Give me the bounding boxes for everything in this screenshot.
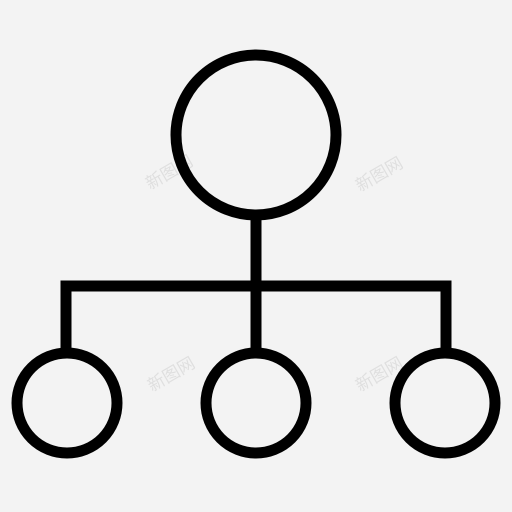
root-node-circle xyxy=(170,49,342,221)
child-node-left-circle xyxy=(11,347,123,459)
child-node-center-circle xyxy=(200,347,312,459)
watermark-text: 新图网 xyxy=(145,354,199,397)
child-node-right-circle xyxy=(389,347,501,459)
watermark-text: 新图网 xyxy=(353,154,407,197)
